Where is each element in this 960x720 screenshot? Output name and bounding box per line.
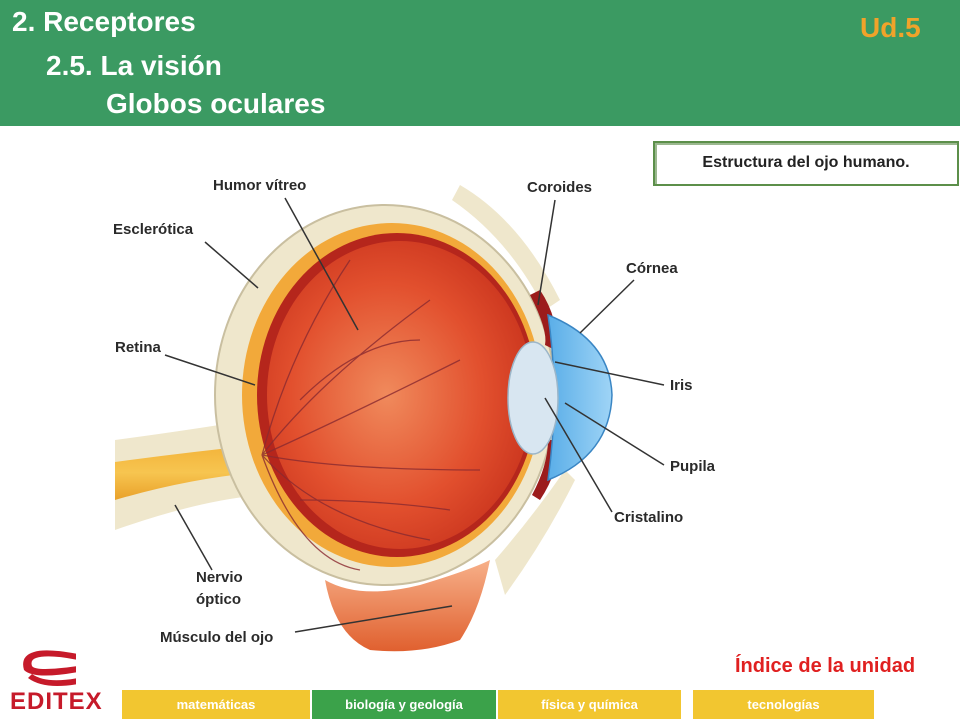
index-link[interactable]: Índice de la unidad (735, 655, 916, 677)
label-coroides: Coroides (527, 179, 592, 196)
lens (507, 341, 559, 455)
lower-tissue (495, 470, 575, 595)
nav-matematicas[interactable]: matemáticas (122, 690, 310, 719)
caption-box: Estructura del ojo humano. (653, 141, 959, 186)
label-nervio-2: óptico (196, 591, 241, 608)
editex-book-icon (23, 650, 78, 686)
nav-tecnologias[interactable]: tecnologías (693, 690, 874, 719)
eye-muscle (325, 560, 490, 652)
editex-logo: EDITEX (6, 648, 106, 715)
section-title: 2. Receptores (12, 6, 196, 37)
label-retina: Retina (115, 339, 162, 356)
caption-text: Estructura del ojo humano. (702, 154, 910, 171)
label-musculo: Músculo del ojo (160, 629, 273, 646)
label-iris: Iris (670, 377, 693, 394)
unit-number: Ud.5 (860, 12, 921, 43)
topic-title: Globos oculares (106, 88, 326, 119)
label-pupila: Pupila (670, 458, 716, 475)
label-cornea: Córnea (626, 260, 678, 277)
label-esclerotica: Esclerótica (113, 221, 194, 238)
header-bar: 2. Receptores 2.5. La visión Globos ocul… (0, 0, 960, 126)
label-cristalino: Cristalino (614, 509, 683, 526)
subsection-title: 2.5. La visión (46, 50, 222, 81)
upper-tissue (452, 185, 560, 310)
editex-logo-text: EDITEX (10, 688, 103, 715)
iris (530, 290, 556, 350)
vitreous-humor (267, 241, 533, 549)
label-humor-vitreo: Humor vítreo (213, 177, 306, 194)
label-nervio-1: Nervio (196, 569, 243, 586)
nav-biologia[interactable]: biología y geología (312, 690, 496, 719)
leader-lines (164, 197, 665, 633)
blood-vessels (261, 259, 481, 571)
nav-fisica[interactable]: física y química (498, 690, 681, 719)
